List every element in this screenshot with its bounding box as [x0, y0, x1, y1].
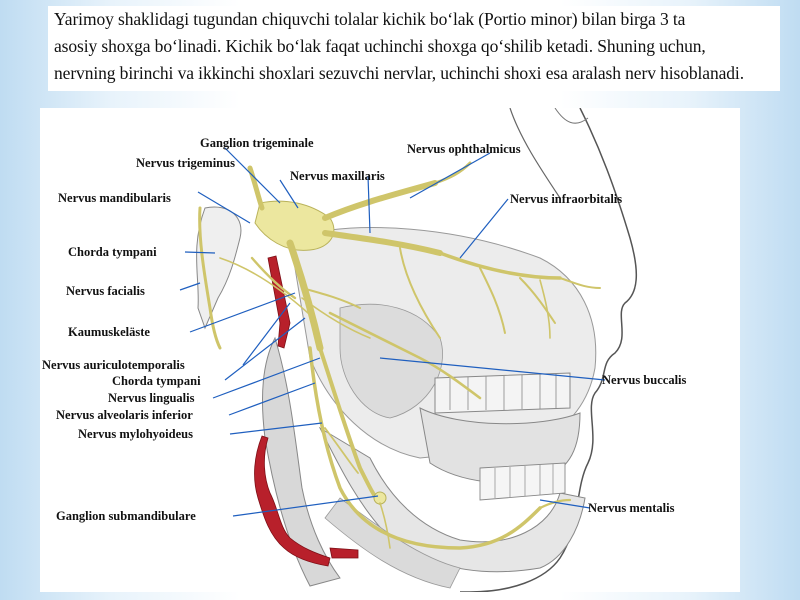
label-nervus-trigeminus: Nervus trigeminus — [136, 156, 235, 170]
label-ganglion-trigeminale: Ganglion trigeminale — [200, 136, 314, 150]
label-nervus-facialis: Nervus facialis — [66, 284, 145, 298]
label-nervus-alveolaris-inferior: Nervus alveolaris inferior — [56, 408, 193, 422]
label-nervus-lingualis: Nervus lingualis — [108, 391, 195, 405]
anatomy-illustration — [179, 108, 638, 592]
caption-line-2: asosiy shoxga bo‘linadi. Kichik bo‘lak f… — [54, 36, 706, 56]
caption-line-3: nervning birinchi va ikkinchi shoxlari s… — [54, 63, 744, 83]
label-nervus-buccalis: Nervus buccalis — [602, 373, 687, 387]
label-kaumuskelaste: Kaumuskeläste — [68, 325, 150, 339]
skull-outline — [460, 108, 638, 592]
label-nervus-ophthalmicus: Nervus ophthalmicus — [407, 142, 521, 156]
label-nervus-maxillaris: Nervus maxillaris — [290, 169, 385, 183]
skull-bone-shading — [196, 206, 597, 589]
label-chorda-tympani-upper: Chorda tympani — [68, 245, 157, 259]
label-nervus-auriculotemporalis: Nervus auriculotemporalis — [42, 358, 185, 372]
label-leader-lines — [179, 147, 606, 517]
caption-line-1: Yarimoy shaklidagi tugundan chiquvchi to… — [54, 9, 686, 29]
label-nervus-mandibularis: Nervus mandibularis — [58, 191, 171, 205]
label-chorda-tympani-lower: Chorda tympani — [112, 374, 201, 388]
caption-text-block: Yarimoy shaklidagi tugundan chiquvchi to… — [48, 6, 780, 91]
nerve-branches — [198, 161, 601, 550]
trigeminal-nerve-figure: Ganglion trigeminale Nervus trigeminus N… — [40, 108, 740, 592]
label-nervus-mylohyoideus: Nervus mylohyoideus — [78, 427, 193, 441]
label-ganglion-submandibulare: Ganglion submandibulare — [56, 509, 196, 523]
label-nervus-infraorbitalis: Nervus infraorbitalis — [510, 192, 623, 206]
label-nervus-mentalis: Nervus mentalis — [588, 501, 675, 515]
